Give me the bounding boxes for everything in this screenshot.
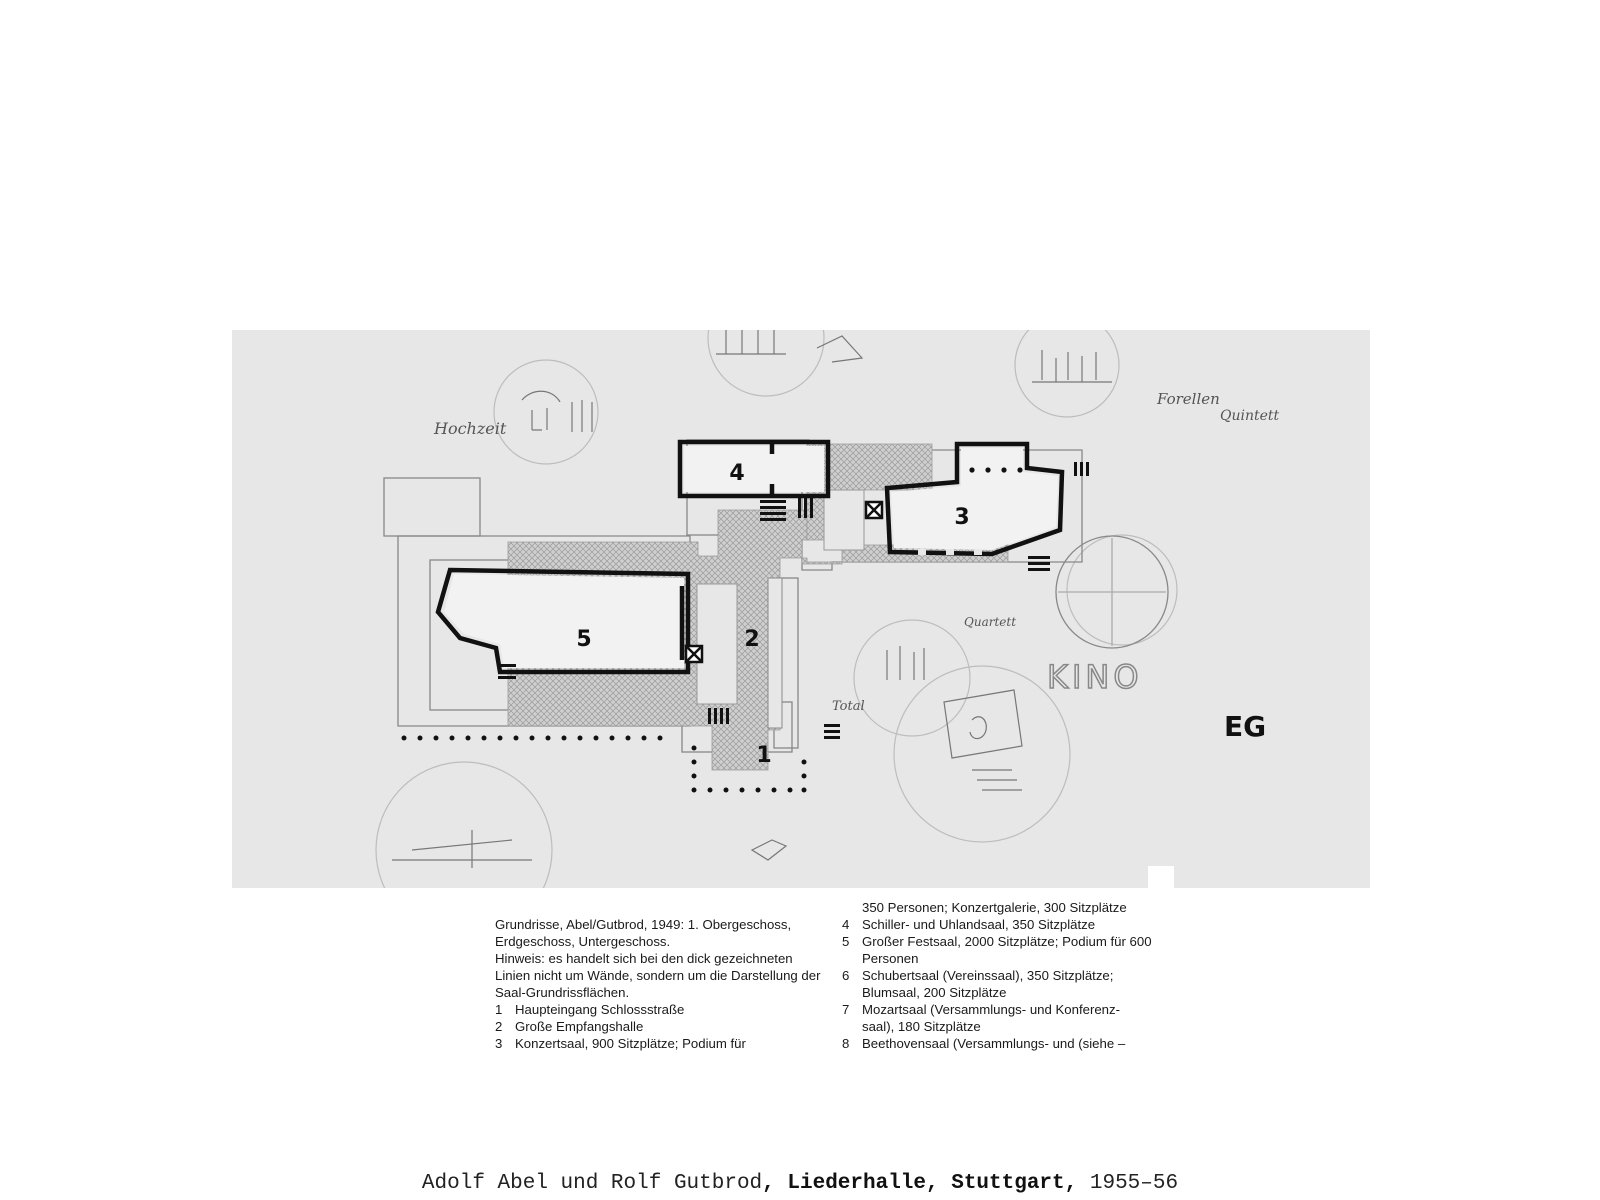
floor-plan-drawing: Hochzeit Forellen Quintett Quartett Tota… — [232, 330, 1370, 888]
caption-continuation: 350 Personen; Konzertgalerie, 300 Sitzpl… — [862, 900, 1127, 915]
caption-item-8: 8 Beethovensaal (Versammlungs- und (sieh… — [842, 1036, 1126, 1051]
footer-authors: Adolf Abel und Rolf Gutbrod — [421, 1172, 763, 1195]
room-number-4: 4 — [729, 461, 744, 486]
sketch-label-forellen: Forellen — [1156, 390, 1220, 408]
caption-item-2: 2 Große Empfangshalle — [495, 1019, 644, 1034]
caption-item-5: 5 Großer Festsaal, 2000 Sitzplätze; Podi… — [842, 934, 1152, 966]
hall-3-dots — [969, 467, 1023, 473]
footer-building: Liederhalle, Stuttgart — [787, 1172, 1065, 1195]
hall-5-outline — [435, 567, 691, 675]
image-edge-notch — [1148, 866, 1174, 888]
caption-intro: Grundrisse, Abel/Gutbrod, 1949: 1. Oberg… — [495, 917, 792, 949]
sketch-label-quartett: Quartett — [964, 615, 1016, 629]
caption-item-7: 7 Mozartsaal (Versammlungs- und Konferen… — [842, 1002, 1120, 1034]
floor-plan-svg: Hochzeit Forellen Quintett Quartett Tota… — [375, 330, 1280, 888]
caption-item-3: 3 Konzertsaal, 900 Sitzplätze; Podium fü… — [495, 1036, 746, 1051]
footer-credit: Adolf Abel und Rolf Gutbrod, Liederhalle… — [421, 1172, 1179, 1195]
room-number-1: 1 — [756, 743, 771, 768]
column-strip — [767, 577, 783, 729]
elevator-symbols — [684, 500, 884, 664]
sketch-label-total: Total — [832, 699, 865, 714]
sketch-circles — [375, 330, 1178, 888]
kino-label: KINO — [1047, 658, 1143, 696]
footer-years: 1955–56 — [1089, 1172, 1179, 1195]
sketch-label-hochzeit: Hochzeit — [433, 419, 507, 438]
caption-right-column: 350 Personen; Konzertgalerie, 300 Sitzpl… — [842, 899, 1152, 1052]
hall-4-outline — [677, 439, 831, 499]
caption-item-6: 6 Schubertsaal (Vereinssaal), 350 Sitzpl… — [842, 968, 1114, 1000]
hall-outlines — [435, 439, 1065, 675]
caption-left-column: Grundrisse, Abel/Gutbrod, 1949: 1. Oberg… — [495, 916, 830, 1052]
room-number-5: 5 — [576, 627, 591, 652]
caption-item-1: 1 Haupteingang Schlossstraße — [495, 1002, 685, 1017]
floor-label: EG — [1224, 710, 1266, 743]
stair-core — [696, 583, 738, 705]
stair-symbols — [498, 462, 1089, 739]
hall-3-foyer — [823, 489, 865, 551]
hall-door-marks — [679, 442, 775, 660]
hall-3-outline — [884, 441, 1065, 557]
sketch-figures — [392, 330, 1112, 868]
caption-note: Hinweis: es handelt sich bei den dick ge… — [495, 951, 821, 1000]
column-dots — [401, 735, 807, 793]
caption-item-4: 4 Schiller- und Uhlandsaal, 350 Sitzplät… — [842, 917, 1096, 932]
room-number-2: 2 — [744, 627, 759, 652]
room-number-3: 3 — [954, 505, 969, 530]
sketch-label-quintett: Quintett — [1220, 408, 1280, 424]
